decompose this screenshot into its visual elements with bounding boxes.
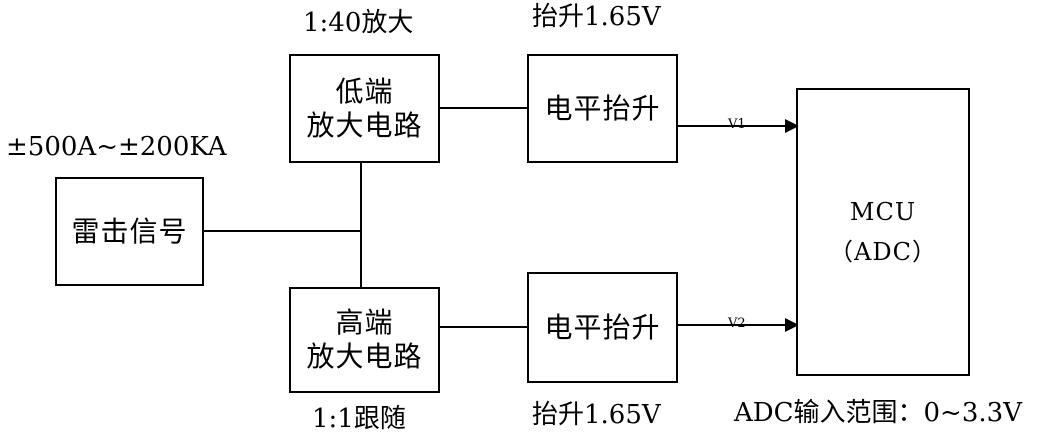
shift-bottom-text: 电平抬升 <box>544 310 661 344</box>
level-shift-top-block: 电平抬升 <box>527 54 678 163</box>
high-amp-line2: 放大电路 <box>306 340 423 373</box>
level-shift-bottom-block: 电平抬升 <box>527 272 678 383</box>
offset-bottom-label: 抬升1.65V <box>532 400 661 430</box>
adc-range-label: ADC输入范围：0~3.3V <box>734 398 1022 428</box>
v1-signal-label: V1 <box>728 117 746 132</box>
high-amp-line1: 高端 <box>335 306 394 339</box>
lightning-signal-text: 雷击信号 <box>71 214 188 248</box>
mcu-block: MCU （ADC） <box>796 88 970 376</box>
mcu-line2: （ADC） <box>829 238 937 266</box>
gain-high-label: 1:1跟随 <box>312 404 406 434</box>
high-end-amplifier-block: 高端 放大电路 <box>289 287 440 393</box>
v2-signal-label: V2 <box>728 316 746 331</box>
low-amp-line1: 低端 <box>335 74 394 108</box>
shift-top-text: 电平抬升 <box>544 91 661 125</box>
mcu-line1: MCU <box>849 198 917 226</box>
offset-top-label: 抬升1.65V <box>532 2 661 32</box>
low-amp-line2: 放大电路 <box>306 108 423 142</box>
lightning-signal-block: 雷击信号 <box>55 177 204 286</box>
input-range-label: ±500A~±200KA <box>6 132 227 162</box>
low-end-amplifier-block: 低端 放大电路 <box>289 54 440 163</box>
gain-low-label: 1:40放大 <box>303 8 414 38</box>
